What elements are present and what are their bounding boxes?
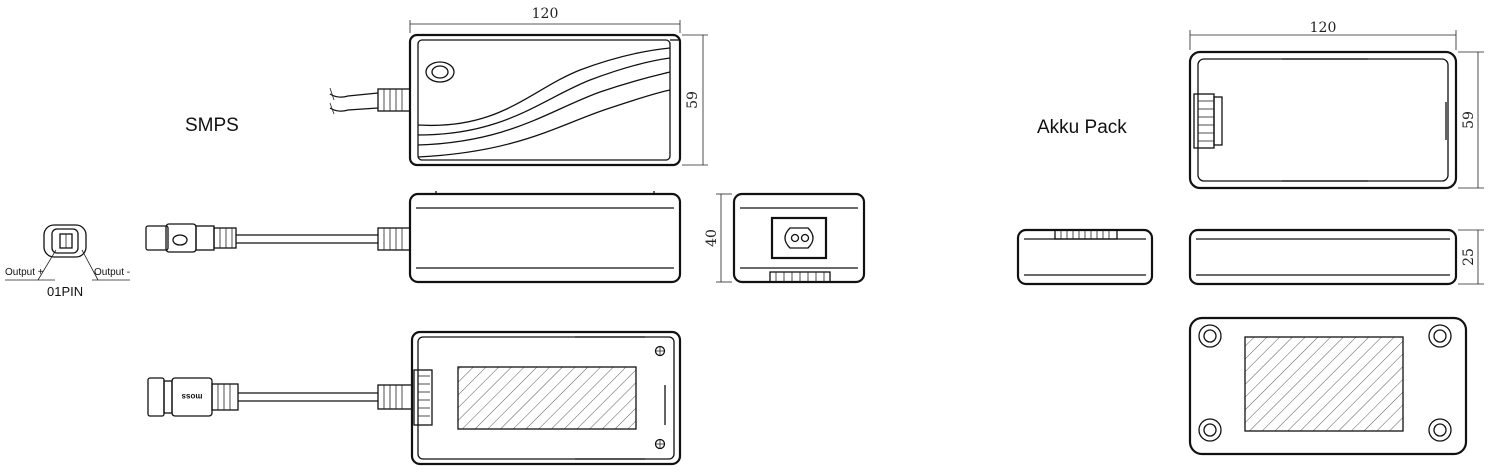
akku-top-view: [1188, 50, 1458, 190]
plug-brand-text: moss: [181, 392, 202, 401]
akku-length-dimension: 120: [1189, 20, 1457, 50]
smps-label: SMPS: [185, 115, 239, 136]
dc-plug-tip: [145, 225, 169, 251]
smps-length-label: 120: [532, 6, 559, 22]
pin-label: 01PIN: [47, 284, 83, 299]
ac-inlet: [770, 216, 828, 260]
smps-top-view: [329, 33, 682, 167]
foot-icon: [1428, 324, 1452, 348]
smps-length-dimension: 120: [409, 6, 681, 33]
smps-width-label: 59: [685, 91, 701, 109]
akku-label: Akku Pack: [1037, 117, 1127, 138]
foot-icon: [1198, 324, 1222, 348]
akku-height-label: 25: [1461, 248, 1477, 266]
screw-icon: [654, 438, 666, 450]
foot-icon: [1428, 418, 1452, 442]
akku-width-dimension: 59: [1458, 51, 1484, 189]
label-area: [457, 366, 637, 430]
smps-body: [408, 33, 682, 167]
akku-length-label: 120: [1310, 20, 1337, 36]
smps-end-view: [732, 192, 866, 284]
smps-bottom-view: moss: [147, 330, 682, 466]
smps-bottom-body: [410, 330, 682, 466]
akku-end-view: [1016, 228, 1154, 286]
akku-side-view: [1188, 228, 1458, 286]
akku-bottom-view: [1188, 316, 1468, 456]
smps-height-dimension: 40: [704, 193, 732, 283]
output-plus-label: Output +: [5, 267, 44, 278]
smps-side-view: [145, 191, 682, 284]
smps-height-label: 40: [704, 229, 720, 247]
akku-body: [1188, 50, 1458, 190]
foot-icon: [1198, 418, 1222, 442]
screw-icon: [654, 345, 666, 357]
akku-height-dimension: 25: [1458, 229, 1484, 285]
smps-width-dimension: 59: [682, 34, 708, 166]
strain-relief: [377, 88, 411, 112]
output-minus-label: Output -: [94, 267, 130, 278]
akku-label-area: [1244, 336, 1404, 432]
led-indicator: [425, 61, 455, 83]
akku-width-label: 59: [1461, 111, 1477, 129]
smps-side-body: [408, 192, 682, 284]
connector-pinout: Output + Output - 01PIN: [5, 224, 130, 299]
